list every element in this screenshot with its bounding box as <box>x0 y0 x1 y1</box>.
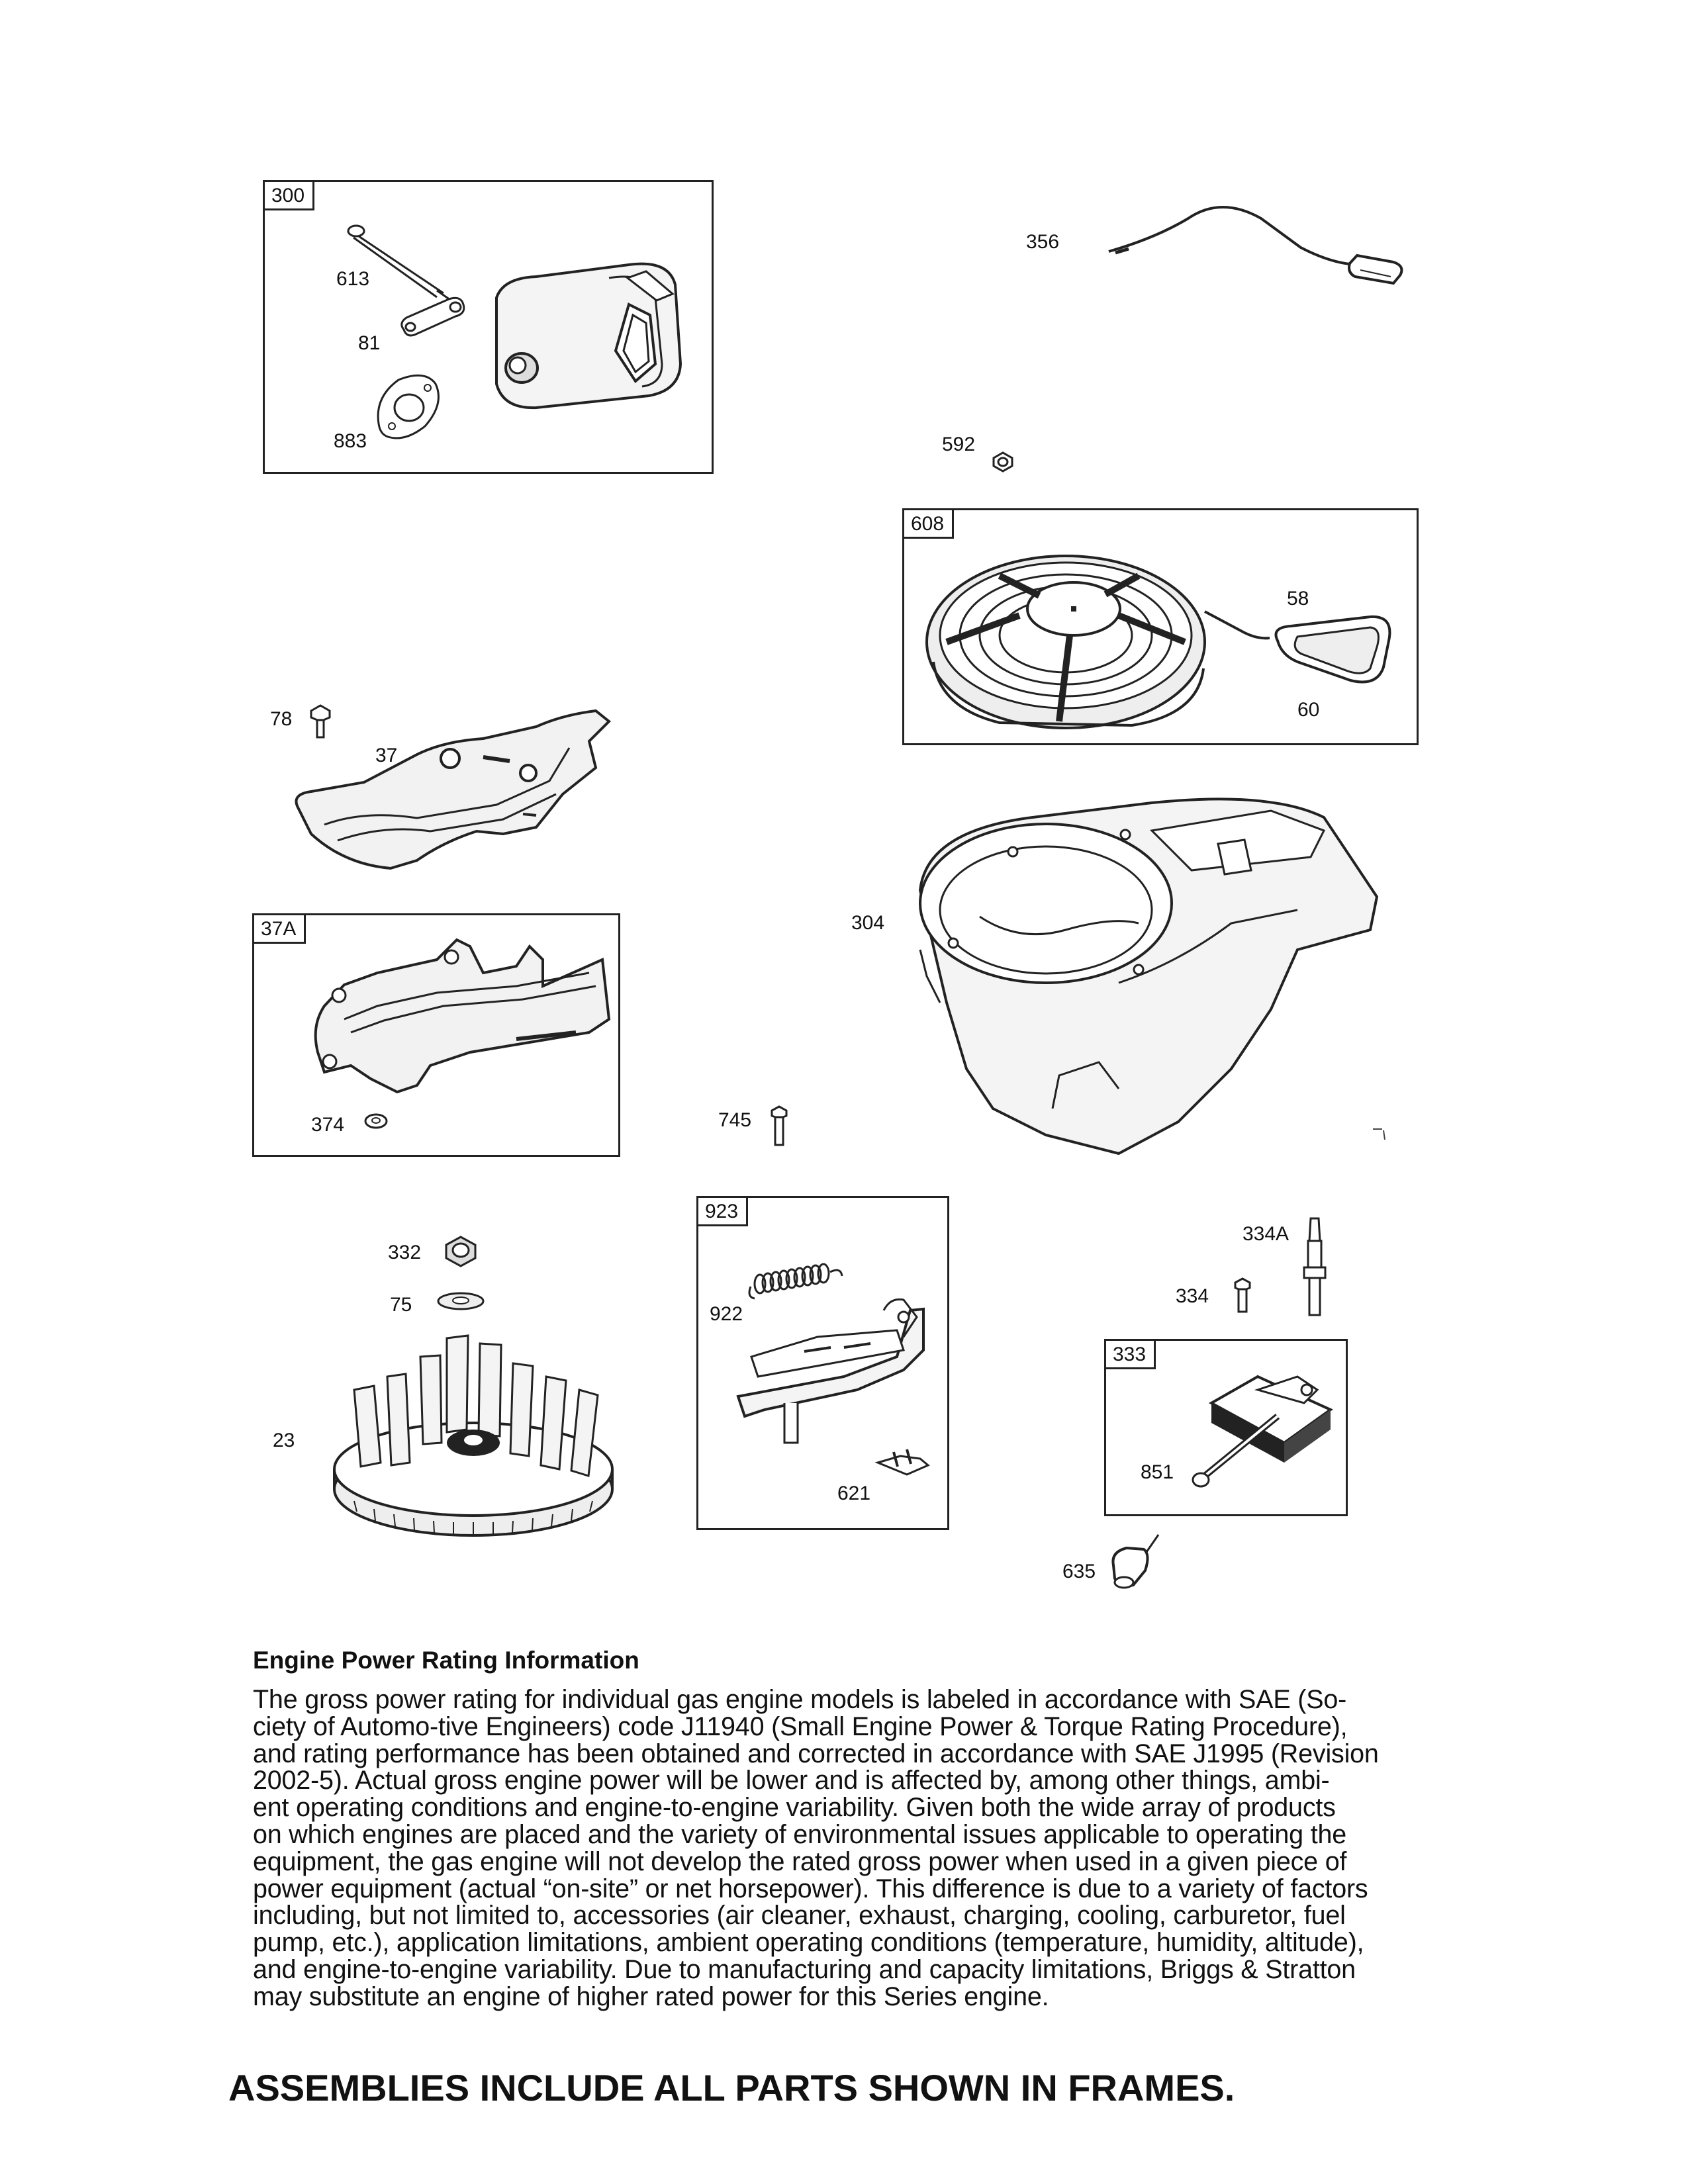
part-number-334a: 334A <box>1243 1223 1289 1245</box>
assemblies-footer-note: ASSEMBLIES INCLUDE ALL PARTS SHOWN IN FR… <box>228 2067 1235 2109</box>
paragraph-line: ciety of Automo-tive Engineers) code J11… <box>253 1711 1348 1741</box>
part-number-635: 635 <box>1062 1561 1096 1582</box>
spring-922-illustration <box>748 1264 847 1304</box>
paragraph-line: and rating performance has been obtained… <box>253 1739 1379 1768</box>
part-number-374: 374 <box>311 1114 345 1136</box>
air-guide-37a-illustration <box>298 933 616 1105</box>
paragraph-line: on which engines are placed and the vari… <box>253 1819 1347 1849</box>
flywheel-23-illustration <box>328 1330 619 1542</box>
part-number-851: 851 <box>1141 1461 1174 1483</box>
paragraph-line: may substitute an engine of higher rated… <box>253 1981 1049 2011</box>
part-number-58: 58 <box>1287 588 1309 610</box>
nut-592-illustration <box>990 450 1016 474</box>
part-number-332: 332 <box>388 1242 422 1263</box>
part-number-356: 356 <box>1026 231 1060 253</box>
governor-bracket-illustration <box>725 1291 937 1449</box>
blower-housing-304-illustration <box>900 791 1383 1158</box>
power-rating-paragraph: The gross power rating for individual ga… <box>253 1686 1425 2011</box>
paragraph-line: The gross power rating for individual ga… <box>253 1685 1347 1714</box>
frame-923: 923 <box>696 1196 949 1530</box>
air-guide-37-illustration <box>285 702 622 874</box>
screw-745-illustration <box>769 1104 789 1148</box>
spark-plug-boot-635-illustration <box>1107 1532 1166 1592</box>
lock-plate-81-illustration <box>397 291 470 344</box>
paragraph-line: power equipment (actual “on-site” or net… <box>253 1874 1368 1903</box>
part-number-883: 883 <box>334 430 367 452</box>
paragraph-line: 2002-5). Actual gross engine power will … <box>253 1766 1330 1796</box>
stud-334a-illustration <box>1301 1214 1328 1320</box>
paragraph-line: equipment, the gas engine will not devel… <box>253 1846 1347 1876</box>
frame-608: 608 <box>902 508 1419 745</box>
washer-75-illustration <box>436 1291 486 1312</box>
frame-333: 333 <box>1104 1339 1348 1516</box>
part-number-78: 78 <box>270 708 293 730</box>
starter-handle-60-illustration <box>1271 608 1397 694</box>
washer-374-illustration <box>363 1112 389 1130</box>
rewind-starter-illustration <box>920 543 1211 735</box>
starter-rope-illustration <box>1205 609 1271 649</box>
edge-mark-illustration <box>1370 1125 1390 1141</box>
frame-label-923: 923 <box>698 1198 749 1226</box>
paragraph-line: including, but not limited to, accessori… <box>253 1901 1346 1931</box>
part-number-621: 621 <box>837 1482 871 1504</box>
part-number-37: 37 <box>375 745 398 766</box>
part-number-745: 745 <box>718 1109 752 1131</box>
ground-wire-356-illustration <box>1109 192 1407 298</box>
part-number-75: 75 <box>390 1294 412 1316</box>
ignition-armature-illustration <box>1165 1363 1344 1502</box>
muffler-illustration <box>477 251 688 410</box>
part-number-60: 60 <box>1297 699 1320 721</box>
frame-300: 300 <box>263 180 714 474</box>
gasket-883-illustration <box>372 371 445 443</box>
part-number-304: 304 <box>851 912 885 934</box>
part-number-81: 81 <box>358 332 381 354</box>
frame-37a: 37A <box>252 913 620 1157</box>
frame-label-300: 300 <box>265 182 315 210</box>
part-number-613: 613 <box>336 268 370 290</box>
power-rating-heading: Engine Power Rating Information <box>253 1647 639 1674</box>
frame-label-608: 608 <box>904 510 955 539</box>
paragraph-line: ent operating conditions and engine-to-e… <box>253 1793 1336 1823</box>
part-number-23: 23 <box>273 1430 295 1451</box>
clip-621-illustration <box>874 1443 933 1482</box>
screw-334-illustration <box>1233 1276 1252 1314</box>
screw-78-illustration <box>307 703 334 740</box>
part-number-334: 334 <box>1176 1285 1209 1307</box>
paragraph-line: pump, etc.), application limitations, am… <box>253 1928 1364 1958</box>
frame-label-37a: 37A <box>254 915 306 944</box>
frame-label-333: 333 <box>1106 1341 1156 1369</box>
nut-332-illustration <box>441 1234 481 1269</box>
bolt-613-illustration <box>344 222 457 308</box>
paragraph-line: and engine-to-engine variability. Due to… <box>253 1954 1356 1984</box>
part-number-922: 922 <box>710 1303 743 1325</box>
part-number-592: 592 <box>942 433 976 455</box>
